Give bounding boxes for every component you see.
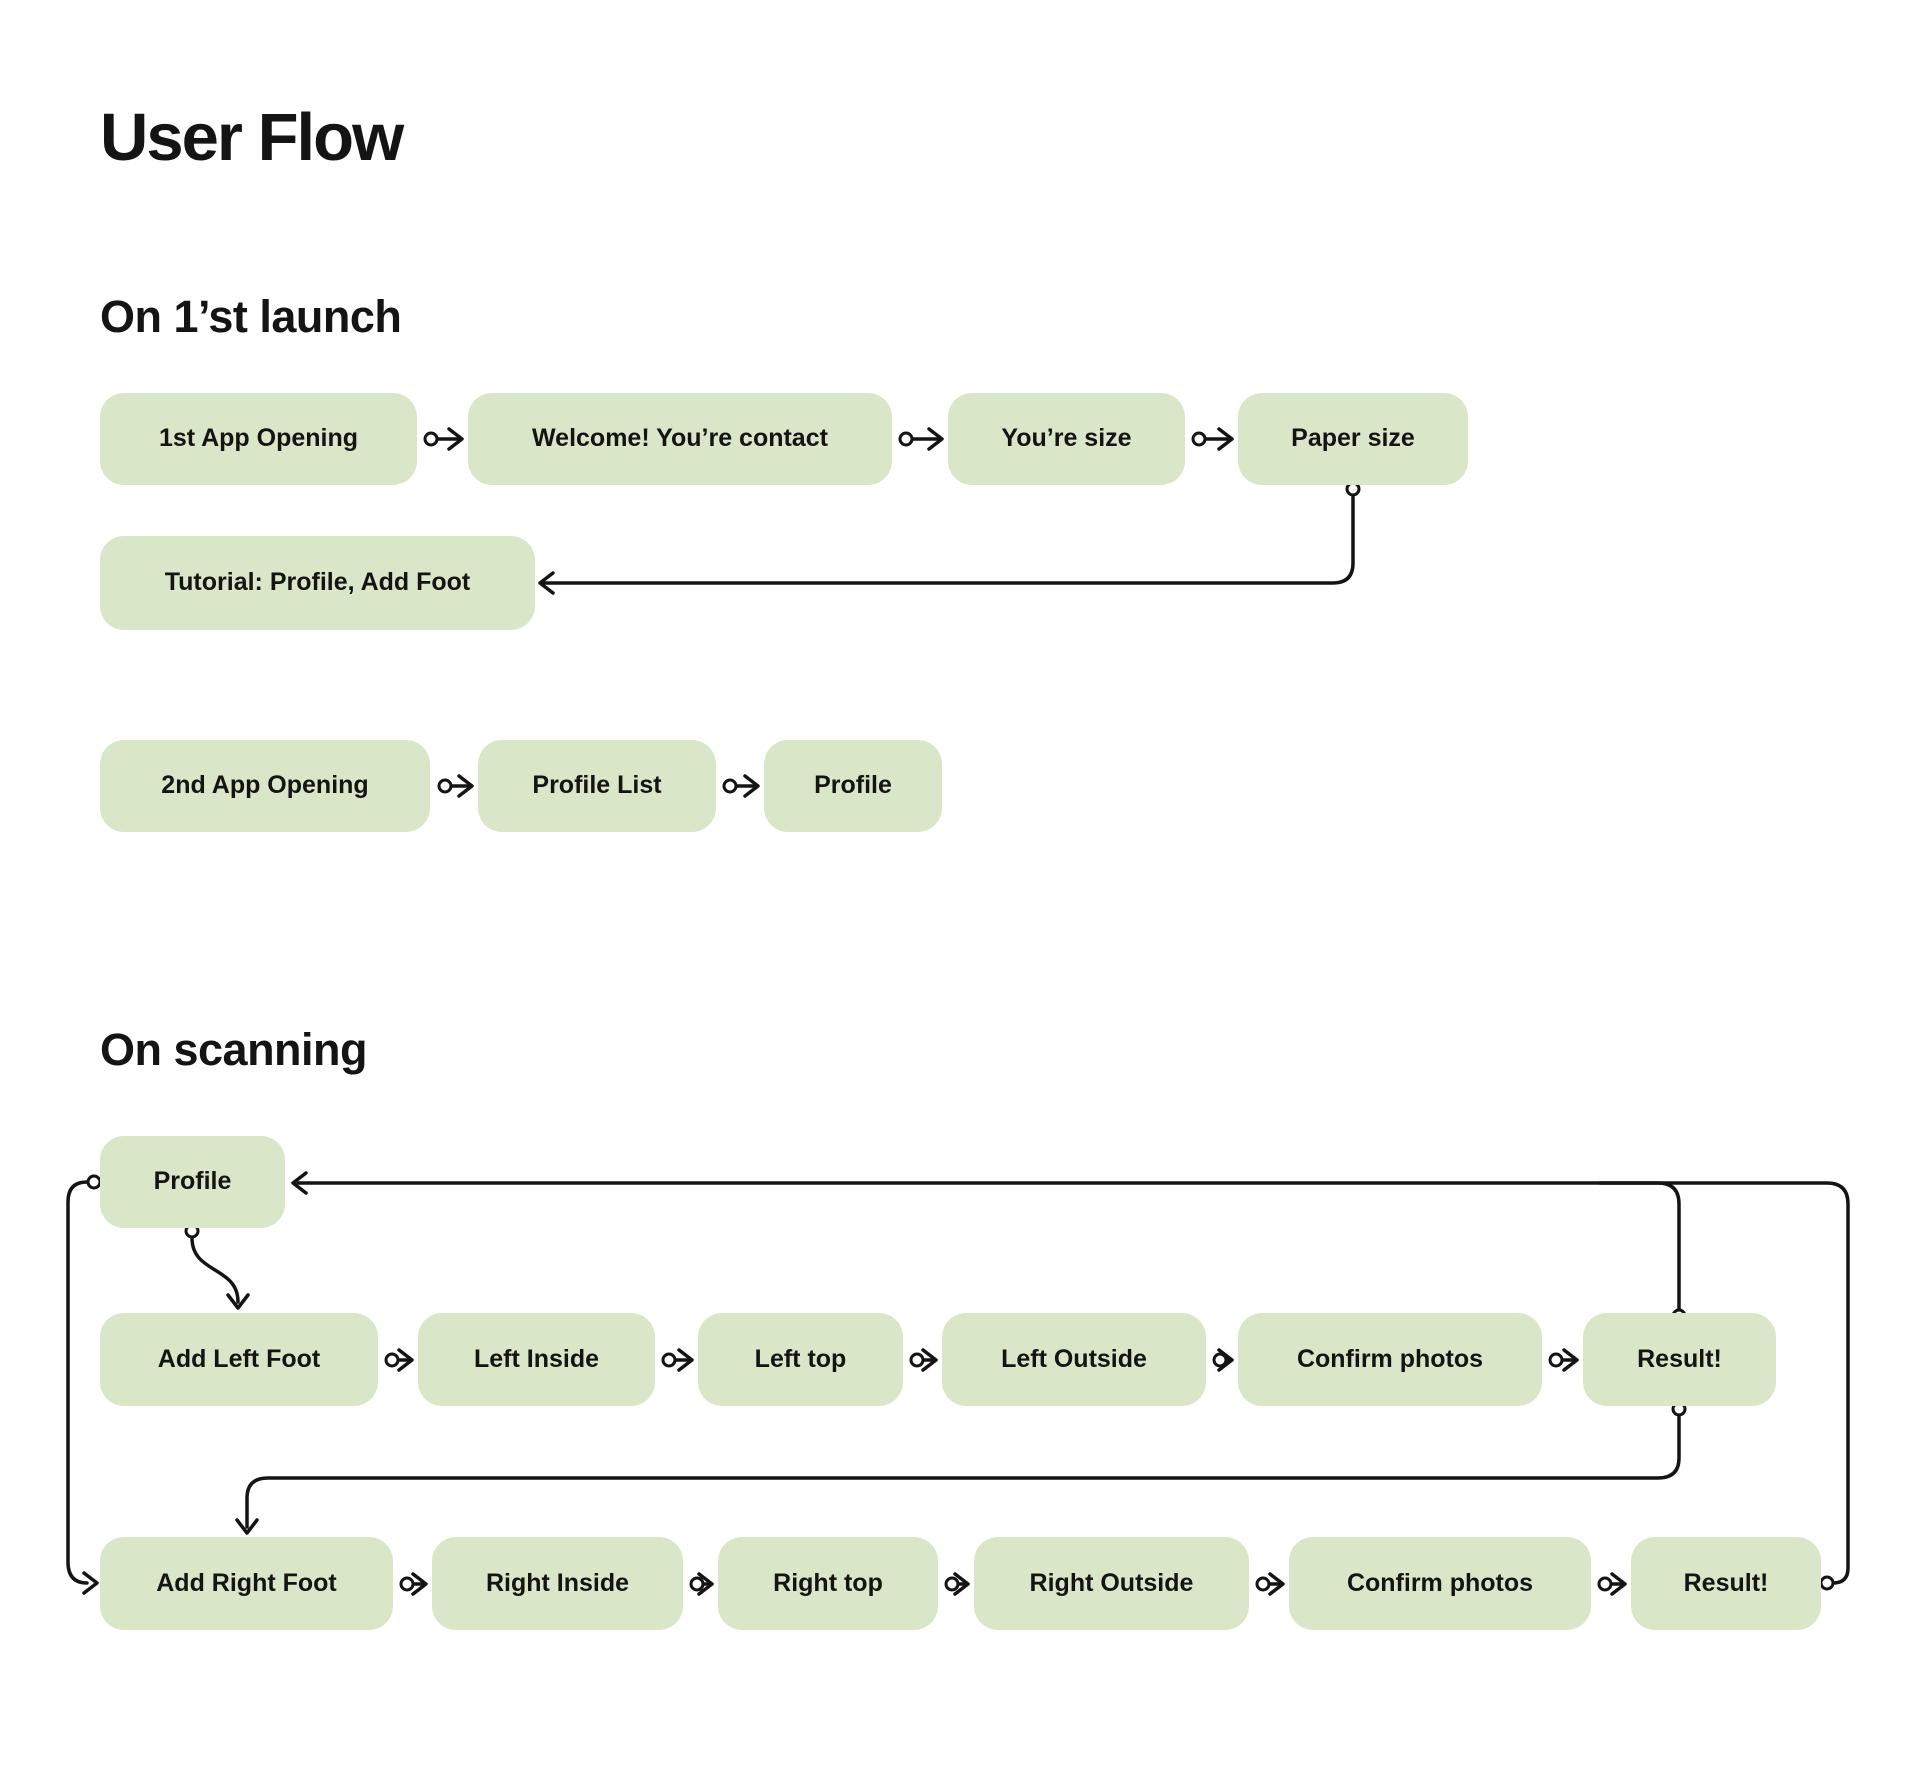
connector-left-outside-to-confirm-photos [1212, 1348, 1234, 1372]
node-right-top[interactable]: Right top [718, 1537, 938, 1630]
node-right-outside[interactable]: Right Outside [974, 1537, 1249, 1630]
connector-2nd-app-opening-to-profile-list [437, 774, 474, 798]
node-result-right[interactable]: Result! [1631, 1537, 1821, 1630]
node-left-top[interactable]: Left top [698, 1313, 903, 1406]
node-welcome-youre-contact[interactable]: Welcome! You’re contact [468, 393, 892, 485]
connector-confirm-photos-to-result-right [1597, 1572, 1627, 1596]
node-confirm-photos-left[interactable]: Confirm photos [1238, 1313, 1542, 1406]
node-left-inside[interactable]: Left Inside [418, 1313, 655, 1406]
node-2nd-app-opening[interactable]: 2nd App Opening [100, 740, 430, 832]
connector-profile-list-to-profile [722, 774, 760, 798]
section-heading-on-scanning: On scanning [100, 1024, 368, 1075]
connector-add-right-foot-to-right-inside [399, 1572, 428, 1596]
connector-add-left-foot-to-left-inside [384, 1348, 414, 1372]
node-1st-app-opening[interactable]: 1st App Opening [100, 393, 417, 485]
connector-right-top-to-right-outside [944, 1572, 970, 1596]
node-paper-size[interactable]: Paper size [1238, 393, 1468, 485]
connector-confirm-photos-to-result-left [1548, 1348, 1579, 1372]
connector-profile-to-add-right-foot [66, 1174, 102, 1595]
node-confirm-photos-right[interactable]: Confirm photos [1289, 1537, 1591, 1630]
node-left-outside[interactable]: Left Outside [942, 1313, 1206, 1406]
connector-welcome-to-youre-size [898, 427, 944, 451]
connector-1st-app-opening-to-welcome [423, 427, 464, 451]
node-profile-list[interactable]: Profile List [478, 740, 716, 832]
page-title: User Flow [100, 100, 404, 175]
connector-profile-to-add-left-foot [184, 1223, 250, 1310]
connector-right-outside-to-confirm-photos [1255, 1572, 1285, 1596]
connector-result-left-to-profile [1598, 1181, 1687, 1324]
connector-left-top-to-left-outside [909, 1348, 938, 1372]
connector-youre-size-to-paper-size [1191, 427, 1234, 451]
node-result-left[interactable]: Result! [1583, 1313, 1776, 1406]
node-youre-size[interactable]: You’re size [948, 393, 1185, 485]
connector-result-left-to-add-right-foot [235, 1401, 1687, 1535]
node-profile[interactable]: Profile [764, 740, 942, 832]
node-profile-scanning[interactable]: Profile [100, 1136, 285, 1228]
section-heading-first-launch: On 1’st launch [100, 291, 402, 342]
node-add-right-foot[interactable]: Add Right Foot [100, 1537, 393, 1630]
connector-paper-size-to-tutorial [538, 481, 1361, 595]
node-tutorial-profile-add-foot[interactable]: Tutorial: Profile, Add Foot [100, 536, 535, 630]
connector-left-inside-to-left-top [661, 1348, 694, 1372]
node-right-inside[interactable]: Right Inside [432, 1537, 683, 1630]
connector-right-inside-to-right-top [689, 1572, 714, 1596]
node-add-left-foot[interactable]: Add Left Foot [100, 1313, 378, 1406]
